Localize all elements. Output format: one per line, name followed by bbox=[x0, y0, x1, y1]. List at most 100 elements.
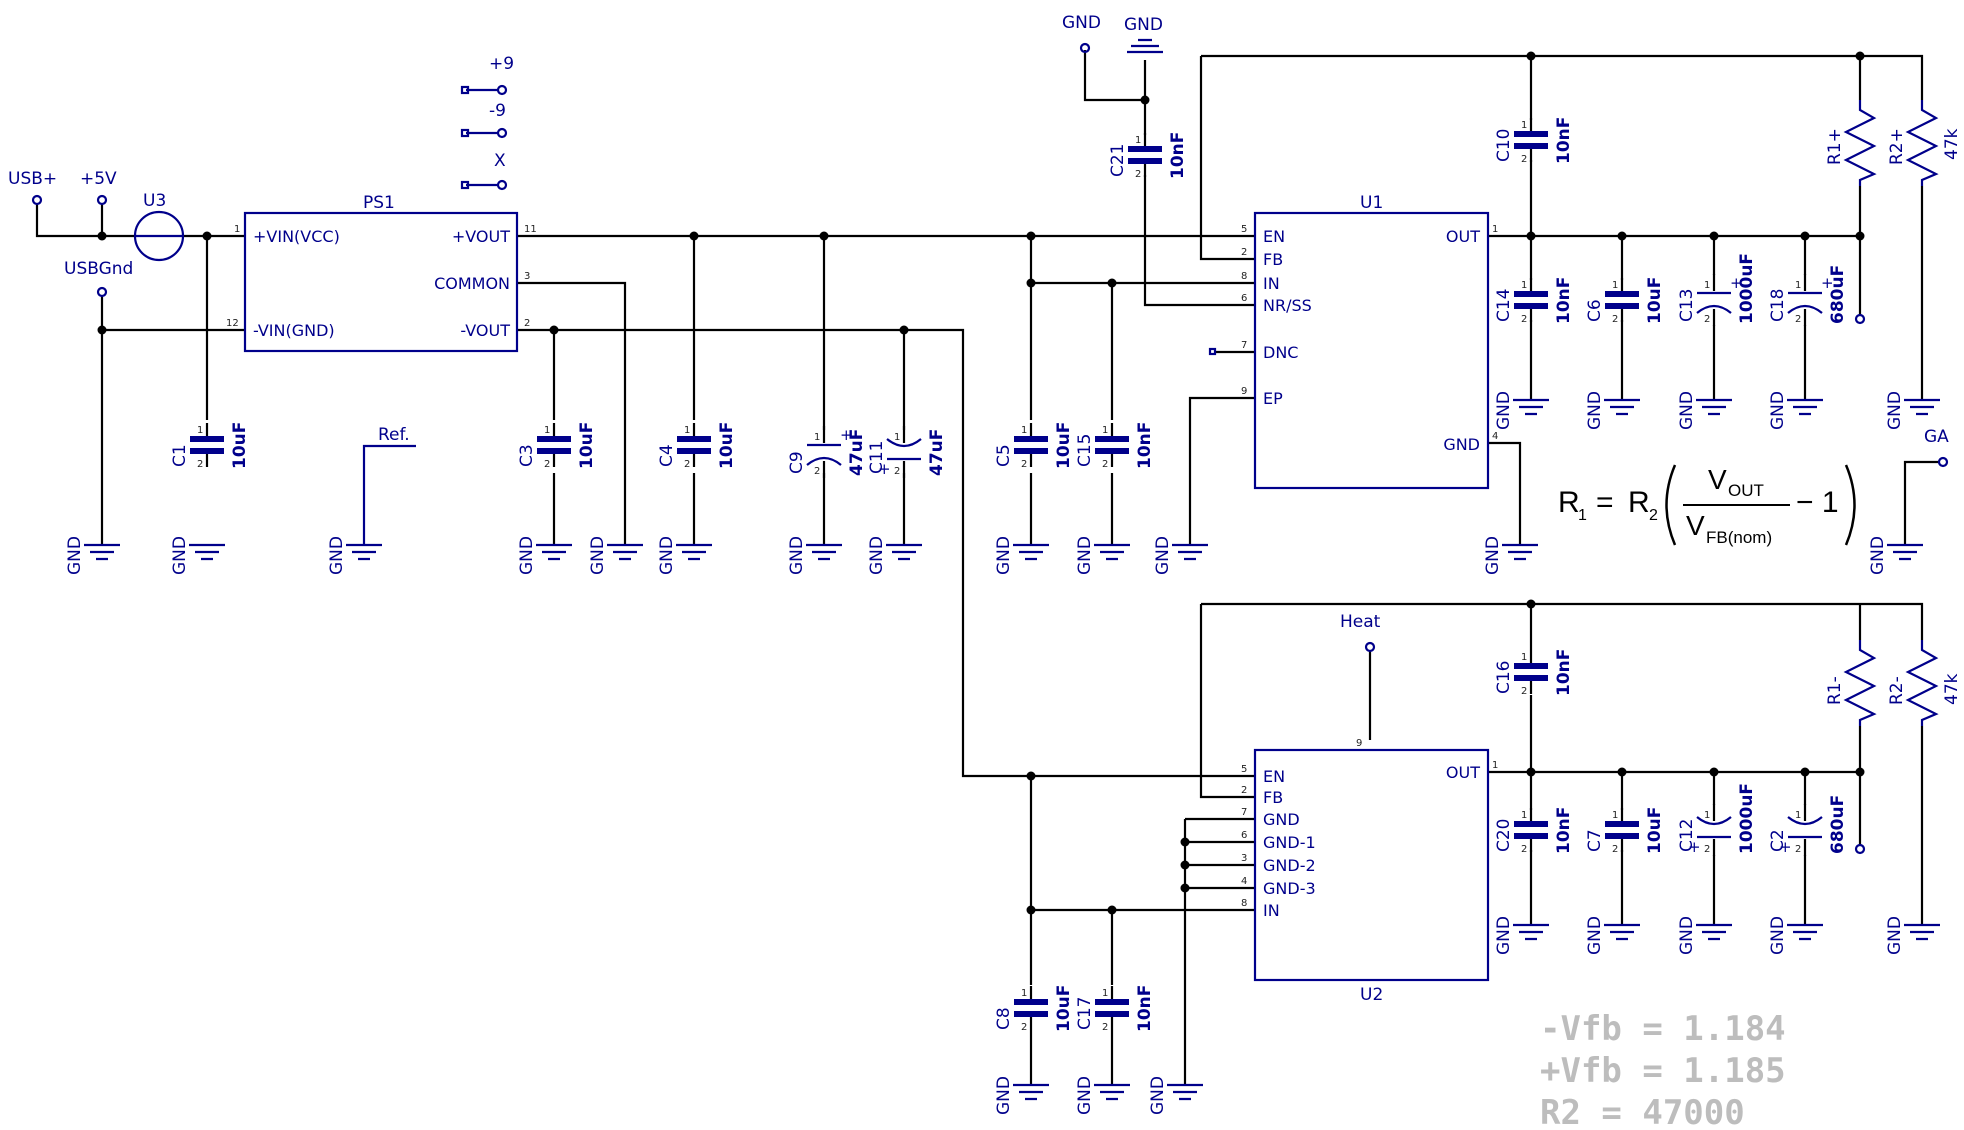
gnd-label: GND bbox=[327, 536, 347, 575]
r1-minus-tap[interactable] bbox=[1854, 843, 1866, 855]
cap-value: 47uF bbox=[847, 429, 867, 476]
pin-number: 9 bbox=[1241, 386, 1247, 397]
junction bbox=[1526, 599, 1536, 609]
ground-symbol: GND bbox=[588, 536, 643, 575]
plus9-terminal[interactable] bbox=[496, 84, 508, 96]
pin-number: 2 bbox=[1612, 844, 1618, 855]
eq-r2: R bbox=[1628, 486, 1650, 519]
pin-number: 4 bbox=[1241, 876, 1247, 887]
cap-value: 10uF bbox=[717, 422, 737, 469]
junction bbox=[1617, 767, 1627, 777]
r2-minus-label: R2- bbox=[1887, 676, 1907, 705]
pin-number: 1 bbox=[1704, 810, 1710, 821]
usb-plus-label: USB+ bbox=[8, 169, 57, 189]
ps1-pin-vout-n: -VOUT bbox=[460, 321, 510, 340]
pin-number: 1 bbox=[234, 224, 240, 235]
cap-value: 680uF bbox=[1828, 265, 1848, 324]
gnd-label: GND bbox=[1075, 1076, 1095, 1115]
junction bbox=[1180, 860, 1190, 870]
ground-symbol: GND bbox=[994, 1076, 1049, 1115]
cap-name: C5 bbox=[994, 444, 1014, 467]
polarity-mark: + bbox=[1779, 838, 1792, 856]
u2-pin-label: FB bbox=[1263, 788, 1283, 807]
pin-number: 3 bbox=[524, 271, 530, 282]
gnd-label: GND bbox=[1494, 916, 1514, 955]
u2-out-label: OUT bbox=[1446, 763, 1480, 782]
ps1-pin-vin-vcc: +VIN(VCC) bbox=[253, 227, 340, 246]
ps1-name: PS1 bbox=[363, 193, 395, 213]
pin-number: 1 bbox=[1492, 224, 1498, 235]
u1-pin-label: IN bbox=[1263, 274, 1280, 293]
cap-name: C17 bbox=[1075, 996, 1095, 1030]
cap-value: 10nF bbox=[1554, 649, 1574, 696]
ground-symbol: GND bbox=[1585, 391, 1640, 430]
pin-number: 1 bbox=[1612, 280, 1618, 291]
u2-pin-label: IN bbox=[1263, 901, 1280, 920]
ground-symbol: GND bbox=[1483, 536, 1538, 575]
gnd-top-terminal[interactable] bbox=[1079, 42, 1091, 54]
u1-pin-label: NR/SS bbox=[1263, 296, 1312, 315]
eq-r1-sub: 1 bbox=[1578, 507, 1587, 524]
x-terminal[interactable] bbox=[496, 179, 508, 191]
gnd-label: GND bbox=[1868, 536, 1888, 575]
r2-plus-value: 47k bbox=[1942, 128, 1962, 160]
junction bbox=[1107, 905, 1117, 915]
pin-number: 1 bbox=[1521, 810, 1527, 821]
heat-terminal[interactable] bbox=[1364, 641, 1376, 653]
cap-value: 10nF bbox=[1554, 117, 1574, 164]
cap-value: 10nF bbox=[1135, 985, 1155, 1032]
u1-pin-label: DNC bbox=[1263, 343, 1298, 362]
gnd-label: GND bbox=[994, 536, 1014, 575]
usbgnd-terminal[interactable] bbox=[96, 286, 108, 298]
pin-number: 5 bbox=[1241, 764, 1247, 775]
ground-symbol: GND bbox=[787, 536, 842, 575]
cap-value: 10nF bbox=[1554, 277, 1574, 324]
pin-number: 4 bbox=[1492, 431, 1498, 442]
r1-plus-tap[interactable] bbox=[1854, 313, 1866, 325]
ground-symbol: GND bbox=[1494, 916, 1549, 955]
note-r2: R2 = 47000 bbox=[1540, 1093, 1745, 1130]
pin-number: 2 bbox=[1102, 1022, 1108, 1033]
gnd-label: GND bbox=[1075, 536, 1095, 575]
eq-num: V bbox=[1708, 464, 1727, 495]
plus5v-terminal[interactable] bbox=[96, 194, 108, 206]
junction bbox=[1709, 767, 1719, 777]
pin-number: 2 bbox=[524, 318, 530, 329]
junction bbox=[1855, 767, 1865, 777]
cap-name: C1 bbox=[170, 444, 190, 467]
cap-name: C15 bbox=[1075, 433, 1095, 467]
note-vfb-pos: +Vfb = 1.185 bbox=[1540, 1051, 1786, 1091]
cap-value: 10uF bbox=[1645, 277, 1665, 324]
pin-number: 8 bbox=[1241, 898, 1247, 909]
ground-symbol: GND bbox=[1768, 916, 1823, 955]
junction bbox=[97, 231, 107, 241]
pin-number: 1 bbox=[684, 425, 690, 436]
r1-minus-label: R1- bbox=[1825, 676, 1845, 705]
note-vfb-neg: -Vfb = 1.184 bbox=[1540, 1009, 1786, 1049]
eq-equals: = bbox=[1596, 486, 1614, 519]
cap-name: C9 bbox=[787, 451, 807, 474]
junction bbox=[1180, 837, 1190, 847]
pin-number: 1 bbox=[1135, 135, 1141, 146]
pin-number: 12 bbox=[226, 318, 239, 329]
ga-terminal[interactable] bbox=[1937, 456, 1949, 468]
cap-name: C20 bbox=[1494, 818, 1514, 852]
cap-value: 10nF bbox=[1135, 422, 1155, 469]
pin-number: 2 bbox=[544, 459, 550, 470]
gnd-label: GND bbox=[517, 536, 537, 575]
cap-value: 10uF bbox=[1054, 985, 1074, 1032]
polarity-mark: + bbox=[1821, 274, 1834, 292]
usb-plus-terminal[interactable] bbox=[31, 194, 43, 206]
junction bbox=[1140, 95, 1150, 105]
junction bbox=[1855, 51, 1865, 61]
gnd-label: GND bbox=[1677, 391, 1697, 430]
junction bbox=[549, 325, 559, 335]
minus9-terminal[interactable] bbox=[496, 127, 508, 139]
